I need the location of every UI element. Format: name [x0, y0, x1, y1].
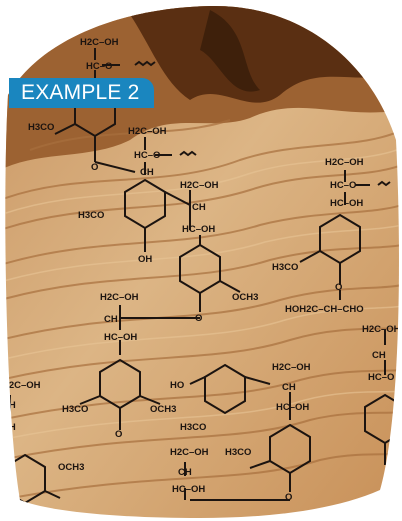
- chem-label-ho: HO: [170, 380, 184, 391]
- example-badge-label: EXAMPLE 2: [21, 81, 140, 104]
- chem-label-hc: CH: [2, 422, 16, 433]
- chem-label-och3: OCH3: [150, 404, 176, 415]
- chem-label-hcoh: HC–OH: [104, 332, 137, 343]
- chem-label-hcoh: HC–OH: [276, 402, 309, 413]
- chem-label-oh: OH: [138, 254, 152, 265]
- chem-label-h2coh: H2C–OH: [128, 126, 167, 137]
- chem-label-ch: CH: [282, 382, 296, 393]
- chem-label-hcoh: HC–OH: [182, 224, 215, 235]
- chem-label-h3co: H3CO: [28, 122, 54, 133]
- chem-label-hc: CH: [178, 467, 192, 478]
- chem-label-hco: HC–O: [368, 372, 394, 383]
- chem-label-hco: HC–O: [86, 61, 112, 72]
- chem-label-hco: HC–O: [330, 180, 356, 191]
- chem-label-hc: CH: [372, 350, 386, 361]
- chem-label-o: O: [91, 162, 98, 173]
- chem-label-hcoh: HC–OH: [172, 484, 205, 495]
- chem-label-och3: OCH3: [58, 462, 84, 473]
- chem-label-hcoh: HC–OH: [330, 198, 363, 209]
- chem-label-h2coh: H2C–OH: [180, 180, 219, 191]
- chem-label-o: O: [335, 282, 342, 293]
- chem-label-o: O: [285, 492, 292, 503]
- chem-label-h3co: H3CO: [78, 210, 104, 221]
- chem-label-h2coh: H2C–OH: [80, 37, 119, 48]
- chem-label-h3co: H3CO: [62, 404, 88, 415]
- chem-label-h2coh: H2C–OH: [325, 157, 364, 168]
- chem-label-h3co: H3CO: [180, 422, 206, 433]
- chem-label-hc: CH: [104, 314, 118, 325]
- chem-label-ch: CH: [140, 167, 154, 178]
- chem-label-h2coh: H2C–OH: [272, 362, 311, 373]
- chem-label-h3co: H3CO: [225, 447, 251, 458]
- chem-label-ch: CH: [2, 400, 16, 411]
- chem-label-h2coh: H2C–OH: [362, 324, 401, 335]
- chem-label-och3: OCH3: [232, 292, 258, 303]
- chem-label-o: O: [195, 313, 202, 324]
- chem-label-ch: CH: [192, 202, 206, 213]
- chem-label-hoh2c-ch-cho: HOH2C–CH–CHO: [285, 304, 364, 315]
- example-badge: EXAMPLE 2: [9, 78, 154, 108]
- chem-label-o: O: [115, 429, 122, 440]
- chem-label-hco: HC–O: [134, 150, 160, 161]
- chem-label-h2coh: H2C–OH: [100, 292, 139, 303]
- chem-label-h2coh: H2C–OH: [2, 380, 41, 391]
- chem-label-h2coh: H2C–OH: [170, 447, 209, 458]
- chem-label-h3co: H3CO: [272, 262, 298, 273]
